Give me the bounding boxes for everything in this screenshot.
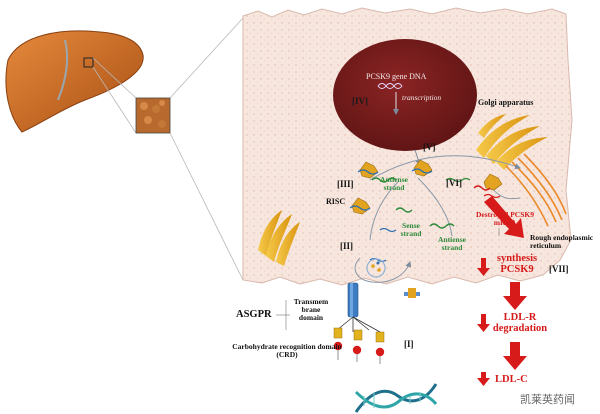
- synthesis-label: synthesis PCSK9: [496, 253, 538, 276]
- liver-icon: [5, 30, 144, 133]
- dna-helix-icon: [354, 383, 438, 413]
- step-vii-label: [VII]: [549, 264, 569, 274]
- tissue-icon: [135, 97, 171, 134]
- dna-label: PCSK9 gene DNA: [366, 72, 427, 81]
- risc-label: RISC: [326, 197, 346, 206]
- antisense-label-2: Antiense strand: [438, 235, 466, 252]
- er-left-icon: [258, 210, 300, 266]
- ldl-c-label: LDL-C: [495, 374, 528, 385]
- nucleus: [333, 39, 477, 151]
- step-ii-label: [II]: [340, 241, 353, 251]
- rer-label: Rough endoplasmic reticulum: [530, 233, 594, 250]
- asgpr-label: ASGPR: [236, 309, 272, 320]
- step-vi-label: [VI]: [446, 178, 462, 188]
- dna-in-nucleus-icon: [377, 83, 403, 89]
- zoom-lines: [92, 17, 244, 281]
- risc-complex-icon: [349, 159, 503, 215]
- step-i-label: [I]: [404, 339, 414, 349]
- step-v-label: [V]: [423, 142, 436, 152]
- down-arrow-icon: [477, 196, 527, 386]
- transmembrane-label: Transmem brane domain: [293, 297, 329, 322]
- endosome-icon: [366, 258, 386, 278]
- crd-label: Carbohydrate recognition domain (CRD): [232, 342, 342, 359]
- antisense-label-1: Antiense strand: [380, 175, 408, 192]
- step-iv-label: [IV]: [352, 96, 368, 106]
- ldlr-degradation-label: LDL-R degradation: [492, 312, 548, 335]
- transcription-label: transcription: [402, 93, 442, 102]
- sense-strand-label: Sense strand: [400, 221, 422, 238]
- watermark: 凯莱英药闻: [520, 393, 575, 406]
- receptor-icon: [333, 282, 385, 364]
- receptor-small-icon: [404, 288, 420, 298]
- golgi-label: Golgi apparatus: [478, 98, 534, 107]
- golgi-icon: [476, 114, 548, 170]
- step-iii-label: [III]: [337, 179, 354, 189]
- pathway-arcs: [354, 155, 521, 283]
- destroyed-mrna-label: Destroyed PCSK9 mRNA: [476, 210, 534, 227]
